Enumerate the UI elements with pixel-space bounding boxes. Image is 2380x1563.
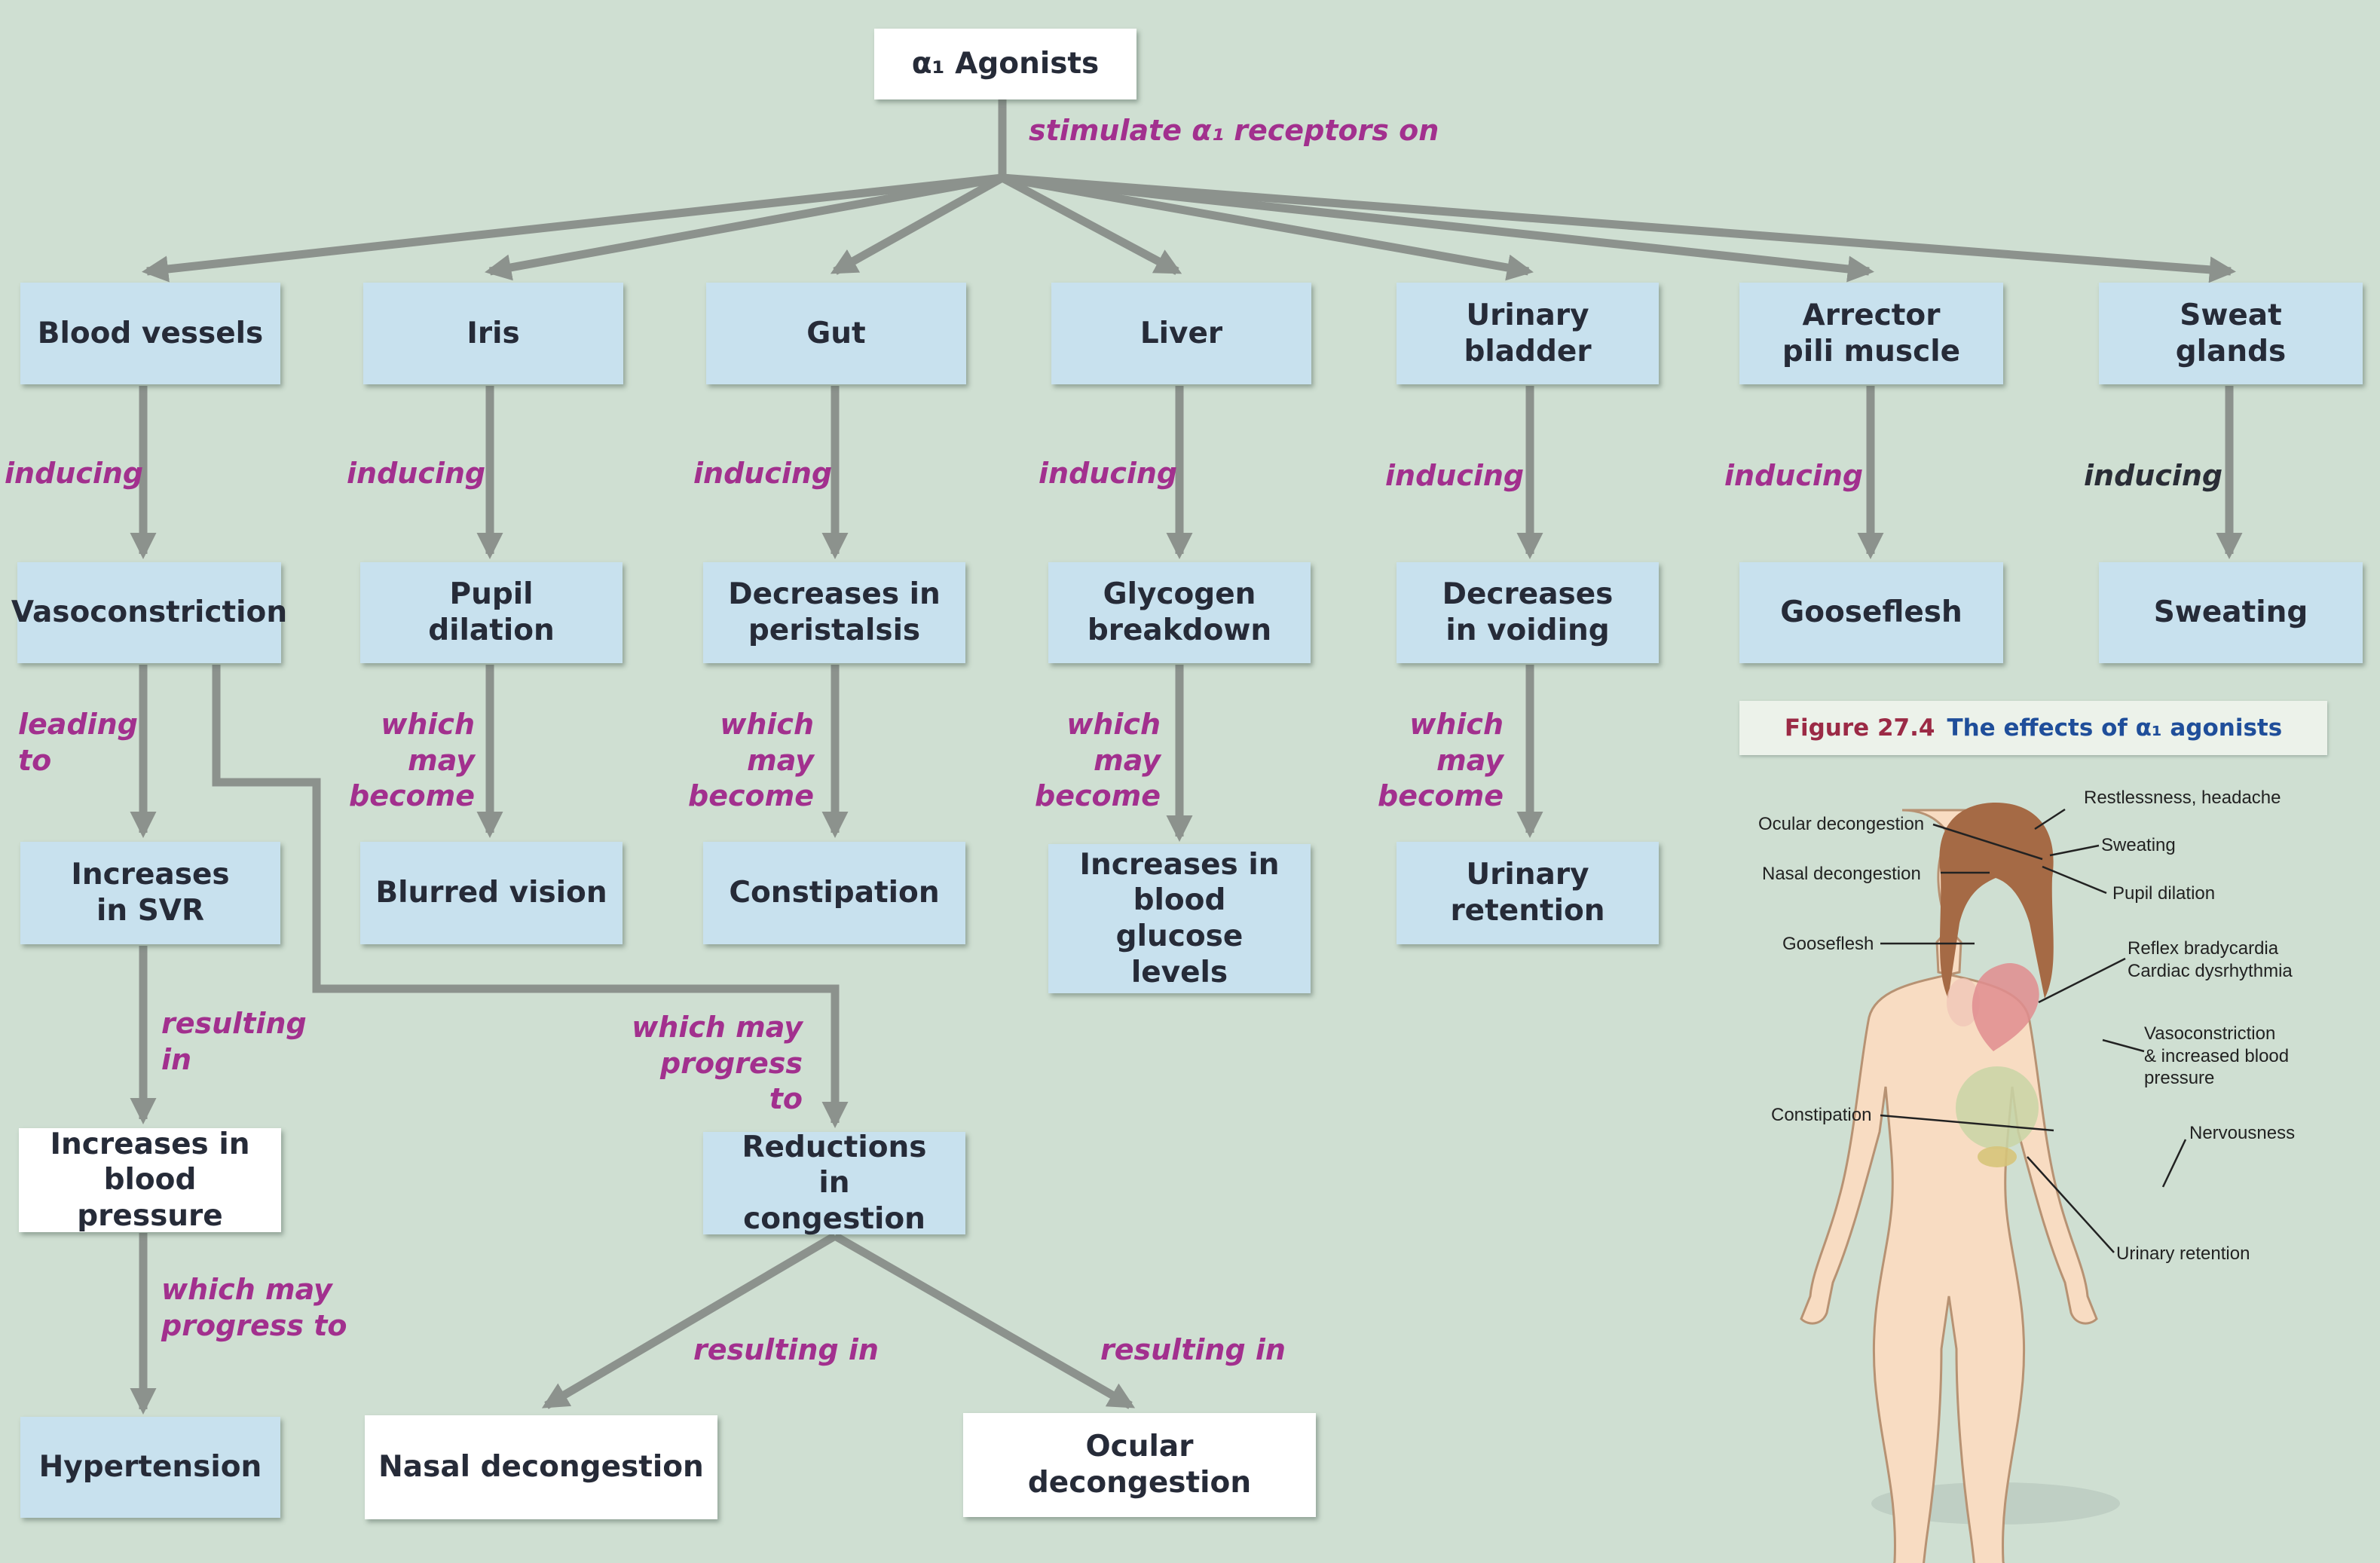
- effect-decreases-peristalsis: Decreases in peristalsis: [703, 562, 965, 663]
- arrow-to-arrector-pili: [1002, 173, 1874, 283]
- target-sweat-glands: Sweat glands: [2099, 283, 2363, 384]
- inducing-label: inducing: [347, 457, 486, 490]
- effect-gooseflesh: Gooseflesh: [1739, 562, 2003, 663]
- annotation-increased-blood: & increased blood: [2144, 1046, 2290, 1066]
- arrow-to-sweat-glands: [1002, 173, 2237, 283]
- which-may-become-label: which may become: [688, 708, 814, 812]
- target-urinary-bladder: Urinary bladder: [1396, 283, 1659, 384]
- arrow-congestion-to-nasal: [541, 1232, 837, 1409]
- annotation-vasoconstriction: Vasoconstriction: [2144, 1023, 2276, 1044]
- effect-sweating: Sweating: [2099, 562, 2363, 663]
- outcome-reductions-congestion: Reductions in congestion: [703, 1130, 965, 1236]
- annotation-reflex-bradycardia: Reflex bradycardia: [2128, 938, 2279, 959]
- annotation-leader-lines: [1880, 808, 2187, 1253]
- outcome-hypertension: Hypertension: [20, 1417, 280, 1518]
- arrow-congestion-to-ocular: [833, 1232, 1136, 1409]
- annotation-gooseflesh: Gooseflesh: [1782, 934, 1874, 954]
- resulting-in-label: resulting in: [161, 1007, 307, 1076]
- root-alpha1-agonists: α₁ Agonists: [874, 29, 1136, 99]
- annotation-sweating: Sweating: [2101, 835, 2176, 855]
- outcome-increases-bp: Increases in blood pressure: [19, 1127, 281, 1233]
- arrow-vaso-to-congestion: [212, 665, 849, 1129]
- target-gut: Gut: [706, 283, 966, 384]
- annotation-nervousness: Nervousness: [2189, 1123, 2296, 1143]
- outcome-blood-glucose: Increases in blood glucose levels: [1048, 844, 1311, 993]
- inducing-label: inducing: [1385, 459, 1525, 492]
- figure-title: The effects of α₁ agonists: [1947, 714, 2283, 742]
- effect-pupil-dilation: Pupil dilation: [360, 562, 623, 663]
- target-blood-vessels: Blood vessels: [20, 283, 280, 384]
- annotation-pressure: pressure: [2144, 1068, 2215, 1088]
- outcome-ocular-decongestion: Ocular decongestion: [963, 1413, 1316, 1517]
- inducing-label: inducing: [5, 457, 144, 490]
- effect-decreases-voiding: Decreases in voiding: [1396, 562, 1659, 663]
- arrow-to-blood-vessels: [142, 173, 1003, 283]
- stimulate-receptors-label: stimulate α₁ receptors on: [1029, 114, 1439, 147]
- inducing-label: inducing: [1039, 457, 1178, 490]
- which-may-become-label: which may become: [1035, 708, 1161, 812]
- which-may-progress-to-label: which may progress to: [632, 1011, 803, 1115]
- outcome-increases-svr: Increases in SVR: [20, 842, 280, 944]
- arrow-to-urinary-bladder: [1002, 173, 1534, 281]
- annotation-cardiac-dysrhythmia: Cardiac dysrhythmia: [2128, 961, 2293, 981]
- arrow-to-iris: [485, 173, 1003, 281]
- target-iris: Iris: [363, 283, 623, 384]
- which-may-become-label: which may become: [349, 708, 475, 812]
- outcome-nasal-decongestion: Nasal decongestion: [365, 1415, 717, 1519]
- outcome-constipation: Constipation: [703, 842, 965, 944]
- effect-glycogen-breakdown: Glycogen breakdown: [1048, 562, 1311, 663]
- inducing-label: inducing: [1724, 459, 1864, 492]
- annotation-ocular-decongestion: Ocular decongestion: [1758, 814, 1925, 834]
- inducing-label: inducing: [2084, 459, 2223, 492]
- resulting-in-label: resulting in: [1100, 1333, 1286, 1366]
- arrow-to-liver: [1000, 174, 1182, 275]
- annotation-urinary-retention: Urinary retention: [2116, 1243, 2250, 1264]
- target-liver: Liver: [1051, 283, 1311, 384]
- annotation-constipation: Constipation: [1771, 1105, 1872, 1125]
- target-arrector-pili-muscle: Arrector pili muscle: [1739, 283, 2003, 384]
- which-may-become-label: which may become: [1378, 708, 1504, 812]
- outcome-urinary-retention: Urinary retention: [1396, 842, 1659, 944]
- resulting-in-label: resulting in: [693, 1333, 879, 1366]
- outcome-blurred-vision: Blurred vision: [360, 842, 623, 944]
- annotation-pupil-dilation: Pupil dilation: [2112, 883, 2216, 904]
- figure-caption: Figure 27.4 The effects of α₁ agonists: [1739, 701, 2327, 755]
- annotation-restlessness: Restlessness, headache: [2084, 788, 2281, 808]
- inducing-label: inducing: [693, 457, 833, 490]
- annotation-nasal-decongestion: Nasal decongestion: [1762, 864, 1921, 884]
- leading-to-label: leading to: [18, 708, 138, 777]
- human-body-illustration: [1800, 803, 2120, 1563]
- which-may-progress-to-label: which may progress to: [161, 1273, 347, 1342]
- arrow-to-gut: [830, 174, 1005, 275]
- effect-vasoconstriction: Vasoconstriction: [11, 562, 287, 663]
- figure-number: Figure 27.4: [1784, 714, 1935, 742]
